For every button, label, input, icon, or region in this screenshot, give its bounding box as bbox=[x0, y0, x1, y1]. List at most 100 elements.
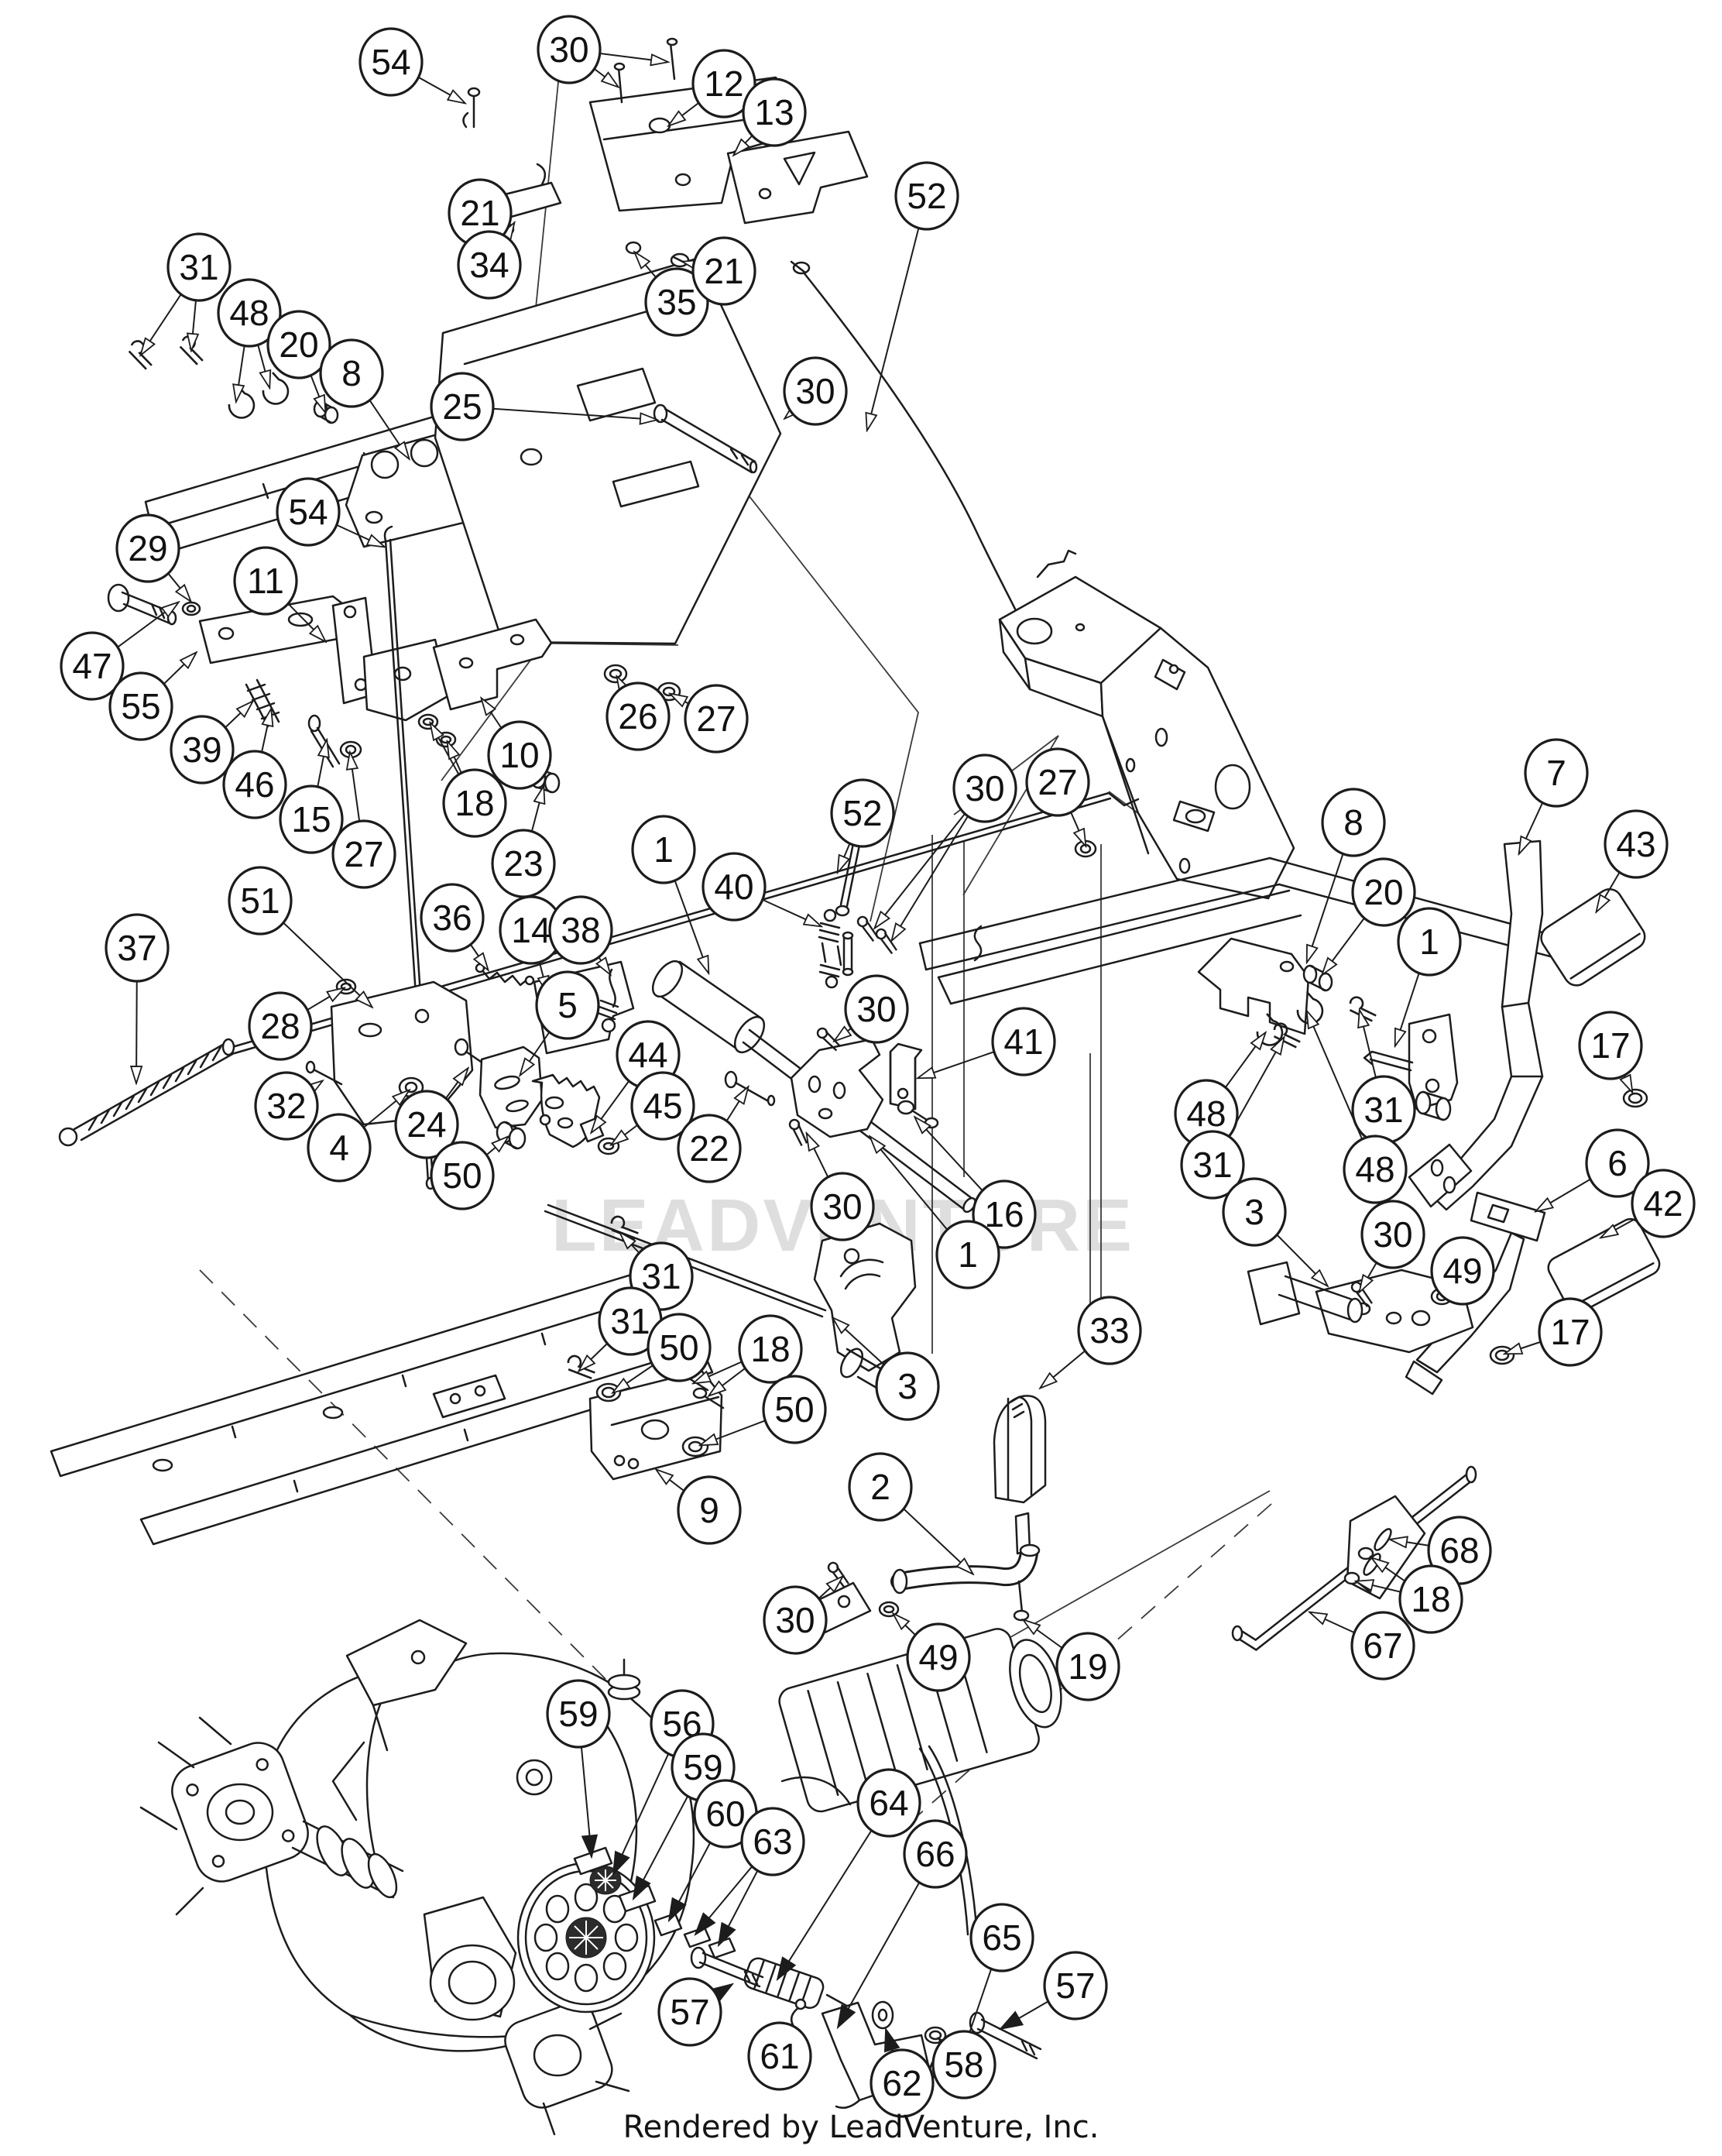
callout-28[interactable]: 28 bbox=[248, 991, 313, 1061]
callout-30[interactable]: 30 bbox=[810, 1172, 875, 1241]
callout-50[interactable]: 50 bbox=[762, 1375, 827, 1444]
callout-27[interactable]: 27 bbox=[684, 684, 749, 754]
callout-17[interactable]: 17 bbox=[1578, 1011, 1643, 1080]
callout-49[interactable]: 49 bbox=[1430, 1236, 1495, 1306]
callout-57[interactable]: 57 bbox=[657, 1977, 722, 2047]
callout-30[interactable]: 30 bbox=[1360, 1200, 1425, 1269]
callout-27[interactable]: 27 bbox=[1025, 747, 1090, 817]
callout-15[interactable]: 15 bbox=[279, 784, 344, 854]
callout-66[interactable]: 66 bbox=[903, 1819, 968, 1889]
svg-text:59: 59 bbox=[558, 1694, 598, 1734]
callout-12[interactable]: 12 bbox=[691, 49, 756, 118]
svg-text:43: 43 bbox=[1616, 824, 1655, 864]
callout-54[interactable]: 54 bbox=[276, 477, 341, 547]
callout-48[interactable]: 48 bbox=[217, 278, 282, 348]
callout-14[interactable]: 14 bbox=[499, 895, 564, 965]
callout-63[interactable]: 63 bbox=[740, 1807, 805, 1876]
callout-31[interactable]: 31 bbox=[166, 232, 232, 302]
callout-50[interactable]: 50 bbox=[430, 1141, 495, 1210]
callout-31[interactable]: 31 bbox=[1180, 1130, 1245, 1200]
callout-51[interactable]: 51 bbox=[228, 866, 293, 936]
callout-9[interactable]: 9 bbox=[677, 1475, 742, 1545]
callout-21[interactable]: 21 bbox=[691, 236, 756, 306]
callout-39[interactable]: 39 bbox=[170, 715, 235, 784]
callout-11[interactable]: 11 bbox=[233, 546, 298, 616]
svg-text:61: 61 bbox=[760, 2036, 799, 2076]
callout-42[interactable]: 42 bbox=[1631, 1169, 1696, 1238]
callout-40[interactable]: 40 bbox=[701, 852, 767, 922]
callout-41[interactable]: 41 bbox=[991, 1007, 1056, 1076]
callout-64[interactable]: 64 bbox=[856, 1768, 921, 1838]
callout-57[interactable]: 57 bbox=[1043, 1951, 1108, 2020]
callout-60[interactable]: 60 bbox=[693, 1779, 758, 1849]
callout-27[interactable]: 27 bbox=[331, 819, 396, 889]
callout-25[interactable]: 25 bbox=[430, 372, 495, 441]
callout-47[interactable]: 47 bbox=[60, 631, 125, 701]
svg-text:49: 49 bbox=[1442, 1251, 1482, 1291]
callout-24[interactable]: 24 bbox=[394, 1090, 459, 1159]
callout-50[interactable]: 50 bbox=[647, 1313, 712, 1382]
callout-52[interactable]: 52 bbox=[830, 778, 895, 848]
callout-33[interactable]: 33 bbox=[1077, 1296, 1142, 1365]
callout-18[interactable]: 18 bbox=[442, 768, 507, 838]
callout-30[interactable]: 30 bbox=[783, 356, 848, 426]
callout-49[interactable]: 49 bbox=[906, 1622, 971, 1692]
callout-36[interactable]: 36 bbox=[420, 883, 485, 953]
callout-26[interactable]: 26 bbox=[605, 681, 671, 751]
callout-5[interactable]: 5 bbox=[535, 970, 600, 1040]
callout-30[interactable]: 30 bbox=[537, 15, 602, 84]
callout-48[interactable]: 48 bbox=[1343, 1135, 1408, 1204]
callout-34[interactable]: 34 bbox=[457, 230, 522, 300]
callout-52[interactable]: 52 bbox=[894, 161, 959, 231]
svg-text:62: 62 bbox=[882, 2063, 921, 2103]
callout-55[interactable]: 55 bbox=[108, 671, 173, 741]
callout-7[interactable]: 7 bbox=[1524, 738, 1589, 808]
callout-68[interactable]: 68 bbox=[1427, 1516, 1492, 1585]
callout-18[interactable]: 18 bbox=[738, 1314, 803, 1384]
callout-43[interactable]: 43 bbox=[1604, 809, 1669, 879]
callout-20[interactable]: 20 bbox=[1351, 857, 1416, 927]
callout-37[interactable]: 37 bbox=[105, 913, 170, 983]
svg-text:12: 12 bbox=[704, 64, 743, 104]
callout-17[interactable]: 17 bbox=[1538, 1297, 1603, 1367]
callout-31[interactable]: 31 bbox=[1351, 1075, 1416, 1145]
callout-1[interactable]: 1 bbox=[935, 1220, 1000, 1289]
callout-62[interactable]: 62 bbox=[870, 2048, 935, 2118]
callout-65[interactable]: 65 bbox=[969, 1903, 1034, 1972]
callout-23[interactable]: 23 bbox=[491, 829, 556, 898]
callout-8[interactable]: 8 bbox=[319, 338, 384, 408]
callout-19[interactable]: 19 bbox=[1055, 1632, 1120, 1701]
callout-8[interactable]: 8 bbox=[1321, 788, 1386, 857]
callout-6[interactable]: 6 bbox=[1585, 1128, 1650, 1198]
callout-59[interactable]: 59 bbox=[546, 1679, 611, 1749]
callout-2[interactable]: 2 bbox=[848, 1452, 913, 1522]
callout-30[interactable]: 30 bbox=[844, 974, 909, 1044]
svg-text:19: 19 bbox=[1068, 1646, 1107, 1687]
callout-1[interactable]: 1 bbox=[631, 815, 696, 884]
callout-4[interactable]: 4 bbox=[307, 1113, 372, 1183]
callout-10[interactable]: 10 bbox=[487, 720, 552, 790]
callout-30[interactable]: 30 bbox=[763, 1585, 828, 1655]
callout-38[interactable]: 38 bbox=[548, 895, 613, 965]
callout-13[interactable]: 13 bbox=[742, 77, 807, 147]
callout-45[interactable]: 45 bbox=[630, 1071, 695, 1141]
callout-31[interactable]: 31 bbox=[598, 1286, 663, 1356]
callout-46[interactable]: 46 bbox=[222, 750, 287, 819]
callout-32[interactable]: 32 bbox=[254, 1071, 319, 1141]
callout-22[interactable]: 22 bbox=[677, 1114, 742, 1183]
callout-1[interactable]: 1 bbox=[1397, 907, 1462, 977]
callout-18[interactable]: 18 bbox=[1398, 1564, 1463, 1634]
callout-30[interactable]: 30 bbox=[952, 754, 1017, 823]
callout-21[interactable]: 21 bbox=[448, 178, 513, 248]
callout-67[interactable]: 67 bbox=[1350, 1611, 1415, 1681]
callout-3[interactable]: 3 bbox=[1222, 1177, 1287, 1247]
callout-20[interactable]: 20 bbox=[266, 310, 331, 379]
callout-3[interactable]: 3 bbox=[875, 1351, 940, 1421]
callout-54[interactable]: 54 bbox=[358, 27, 424, 97]
callout-35[interactable]: 35 bbox=[644, 267, 709, 337]
callout-29[interactable]: 29 bbox=[115, 513, 180, 583]
callout-48[interactable]: 48 bbox=[1174, 1079, 1239, 1148]
callout-58[interactable]: 58 bbox=[931, 2030, 996, 2099]
svg-text:38: 38 bbox=[561, 910, 600, 950]
callout-61[interactable]: 61 bbox=[747, 2021, 812, 2091]
